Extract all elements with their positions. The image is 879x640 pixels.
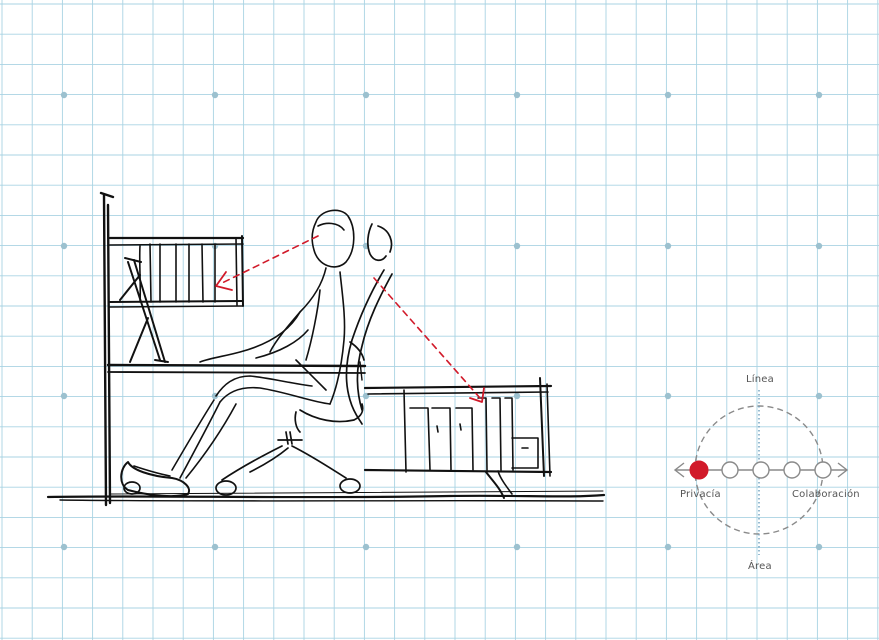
- grid-dot: [816, 393, 822, 399]
- grid-dot: [61, 92, 67, 98]
- axis-bottom-label: Área: [748, 561, 772, 572]
- grid-dots: [61, 92, 822, 550]
- grid-dot: [514, 544, 520, 550]
- file-cabinet: [365, 378, 551, 498]
- scale-node: [722, 462, 738, 478]
- grid-dot: [816, 92, 822, 98]
- overhead-shelf: [110, 236, 243, 307]
- grid-dot: [816, 544, 822, 550]
- grid-dot: [514, 393, 520, 399]
- scale-left-label: Privacía: [680, 489, 721, 500]
- scale-node: [784, 462, 800, 478]
- grid-dot: [363, 544, 369, 550]
- grid-dot: [665, 92, 671, 98]
- arrow-heads: [216, 272, 484, 402]
- arrow-to-cabinet: [374, 278, 480, 398]
- arrow-to-shelf: [220, 236, 318, 284]
- grid-dot: [665, 393, 671, 399]
- grid-dot: [665, 243, 671, 249]
- grid-dot: [212, 544, 218, 550]
- floor-line: [48, 495, 604, 497]
- scale-node: [815, 462, 831, 478]
- partition-panel: [101, 193, 113, 505]
- grid-dot: [665, 544, 671, 550]
- grid-dot: [816, 243, 822, 249]
- scale-right-label: Colaboración: [792, 489, 860, 500]
- grid-dot: [514, 92, 520, 98]
- scale-node: [753, 462, 769, 478]
- grid-dot: [514, 243, 520, 249]
- grid-dot: [61, 393, 67, 399]
- scale-node-selected: [690, 461, 708, 479]
- grid-dot: [212, 92, 218, 98]
- grid-dot: [363, 92, 369, 98]
- desk: [108, 362, 365, 380]
- scale-diagram: [675, 390, 847, 555]
- workstation-sketch: [48, 193, 604, 505]
- grid-dot: [61, 243, 67, 249]
- grid-dot: [61, 544, 67, 550]
- axis-top-label: Línea: [746, 374, 774, 385]
- person-figure: [121, 210, 354, 496]
